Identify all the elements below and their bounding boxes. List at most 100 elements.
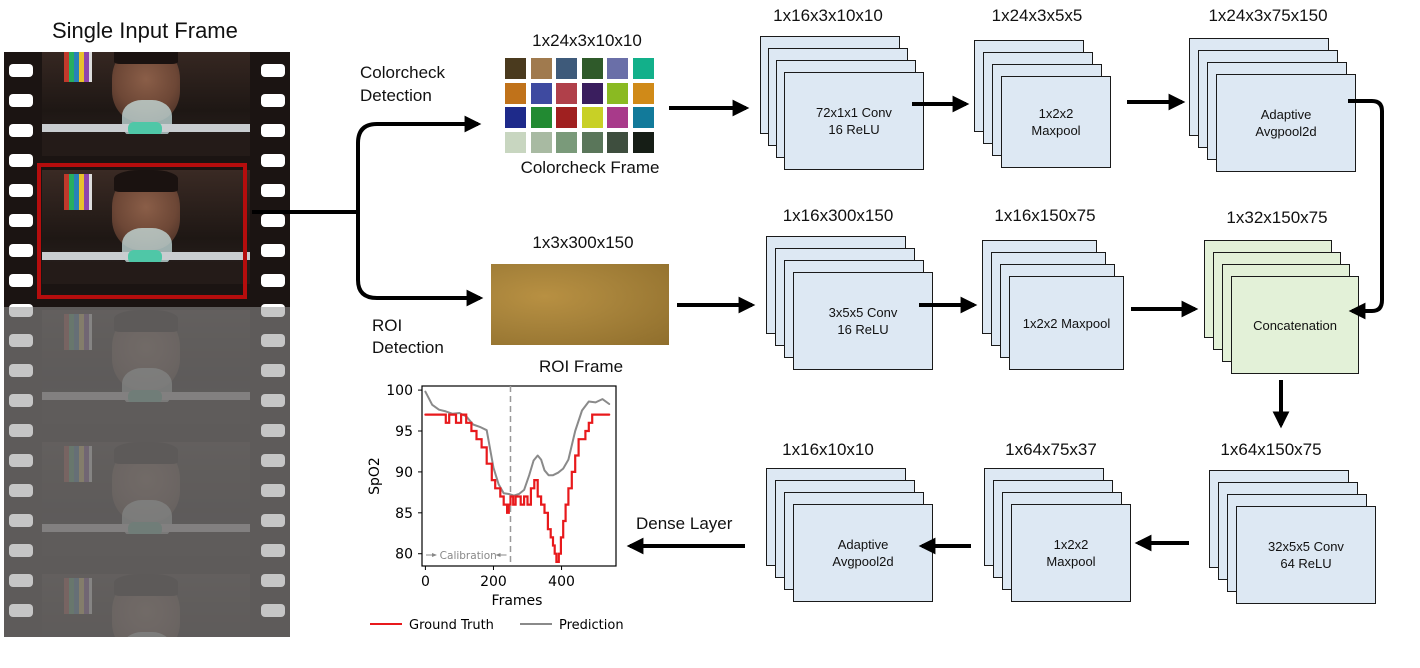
- layer-shape-label: 1x16x150x75: [994, 206, 1096, 225]
- layer-operation-line2: Avgpool2d: [832, 554, 894, 569]
- layer-box-front: [793, 272, 933, 370]
- layer-operation-line1: 32x5x5 Conv: [1268, 539, 1344, 554]
- chart-ylabel: SpO2: [367, 457, 383, 495]
- layer-operation-line1: 1x2x2: [1038, 106, 1074, 121]
- layer-operation-label: 3x5x5 Conv 16 ReLU: [793, 304, 933, 338]
- layer-operation-line1: Adaptive: [1260, 107, 1312, 122]
- chart-xlabel: Frames: [492, 593, 543, 609]
- colorcheck-swatch: [530, 58, 552, 79]
- chart-xtick-label: 0: [421, 574, 430, 590]
- layer-shape-label: 1x16x10x10: [782, 440, 874, 459]
- chart-ytick-label: 90: [395, 465, 413, 481]
- colorcheck-swatch: [556, 82, 577, 104]
- roi-detection-label-1: ROI: [372, 316, 403, 335]
- video-frame: [42, 52, 250, 156]
- layer-operation-line1: 72x1x1 Conv: [816, 105, 892, 120]
- layer-operation-line2: 16 ReLU: [828, 122, 880, 137]
- film-sprocket-hole: [261, 154, 285, 167]
- colorcheck-shape: 1x24x3x10x10: [532, 31, 642, 50]
- colorcheck-grid: [505, 58, 660, 153]
- film-sprocket-hole: [9, 64, 33, 77]
- layer-operation-line1: 3x5x5 Conv: [828, 305, 898, 320]
- selected-frame-highlight: [37, 163, 247, 299]
- colorcheck-swatch: [607, 82, 628, 104]
- film-sprocket-hole: [261, 64, 285, 77]
- layer-box-front: [793, 504, 933, 602]
- film-sprocket-hole: [9, 244, 33, 257]
- layer-box-front: [1009, 276, 1124, 370]
- film-sprocket-hole: [261, 214, 285, 227]
- layer-operation-line2: Maxpool: [1046, 554, 1096, 569]
- layer-operation-label: 72x1x1 Conv 16 ReLU: [784, 104, 924, 138]
- layer-shape-label: 1x16x3x10x10: [773, 6, 883, 25]
- film-sprocket-hole: [9, 94, 33, 107]
- roi-image: [491, 264, 669, 345]
- colorcheck-swatch: [632, 107, 654, 128]
- layer-operation-line1: 1x2x2: [1053, 537, 1089, 552]
- colorcheck-detection-label-1: Colorcheck: [360, 63, 446, 82]
- layer-box-front: [1216, 74, 1356, 172]
- colorcheck-branch-arrow: [356, 115, 482, 212]
- film-sprocket-hole: [9, 274, 33, 287]
- chart-ytick-label: 95: [395, 424, 413, 440]
- chart-ytick-label: 80: [395, 547, 413, 563]
- colorcheck-swatch: [556, 131, 577, 153]
- video-frame: [42, 170, 250, 284]
- colorcheck-swatch: [632, 82, 654, 104]
- film-sprocket-hole: [261, 124, 285, 137]
- layer-shape-label: 1x64x75x37: [1005, 440, 1097, 459]
- chart-xtick-label: 200: [480, 574, 507, 590]
- dense-layer-label: Dense Layer: [636, 514, 733, 533]
- colorcheck-swatch: [581, 82, 603, 104]
- calibration-label: Calibration: [440, 550, 497, 562]
- film-sprocket-hole: [9, 124, 33, 137]
- colorcheck-swatch: [581, 107, 603, 128]
- film-sprocket-hole: [9, 184, 33, 197]
- chart-ytick-label: 85: [395, 506, 413, 522]
- colorcheck-swatch: [530, 82, 552, 104]
- colorcheck-swatch: [530, 131, 552, 153]
- layer-operation-label: 1x2x2 Maxpool: [1009, 315, 1124, 332]
- layer-box-front: [784, 72, 924, 170]
- layer-box-front: [1231, 276, 1359, 374]
- chart-ytick-label: 100: [386, 383, 413, 399]
- colorcheck-swatch: [581, 58, 603, 79]
- film-strip: [4, 52, 290, 637]
- layer-box-front: [1001, 76, 1111, 168]
- film-sprocket-hole: [9, 214, 33, 227]
- faded-frames-overlay: [4, 307, 290, 637]
- roi-branch-arrow: [356, 212, 484, 307]
- layer-shape-label: 1x64x150x75: [1220, 440, 1322, 459]
- film-sprocket-hole: [261, 184, 285, 197]
- chart-xtick-label: 400: [548, 574, 575, 590]
- legend-label-ground-truth: Ground Truth: [409, 618, 494, 633]
- film-sprocket-hole: [9, 154, 33, 167]
- layer-shape-label: 1x24x3x5x5: [991, 6, 1083, 25]
- colorcheck-swatch: [632, 131, 654, 153]
- roi-detection-label-2: Detection: [372, 338, 444, 357]
- chart-frame: [421, 385, 617, 567]
- layer-shape-label: 1x16x300x150: [782, 206, 894, 225]
- ground-truth-series-line: [424, 413, 611, 564]
- layer-box-front: [1011, 504, 1131, 602]
- layer-operation-line1: Concatenation: [1253, 317, 1337, 333]
- film-sprocket-hole: [261, 274, 285, 287]
- colorcheck-swatch: [556, 107, 577, 128]
- layer-operation-line2: 16 ReLU: [837, 322, 889, 337]
- colorcheck-caption: Colorcheck Frame: [520, 158, 660, 177]
- colorcheck-swatch: [607, 107, 628, 128]
- layer-operation-line1: 1x2x2 Maxpool: [1022, 315, 1111, 331]
- layer-operation-line1: Adaptive: [837, 537, 889, 552]
- roi-shape: 1x3x300x150: [532, 233, 634, 252]
- colorcheck-swatch: [505, 107, 526, 128]
- layer-shape-label: 1x32x150x75: [1226, 208, 1328, 227]
- colorcheck-swatch: [505, 131, 526, 153]
- colorcheck-swatch: [505, 58, 526, 79]
- colorcheck-swatch: [632, 58, 654, 79]
